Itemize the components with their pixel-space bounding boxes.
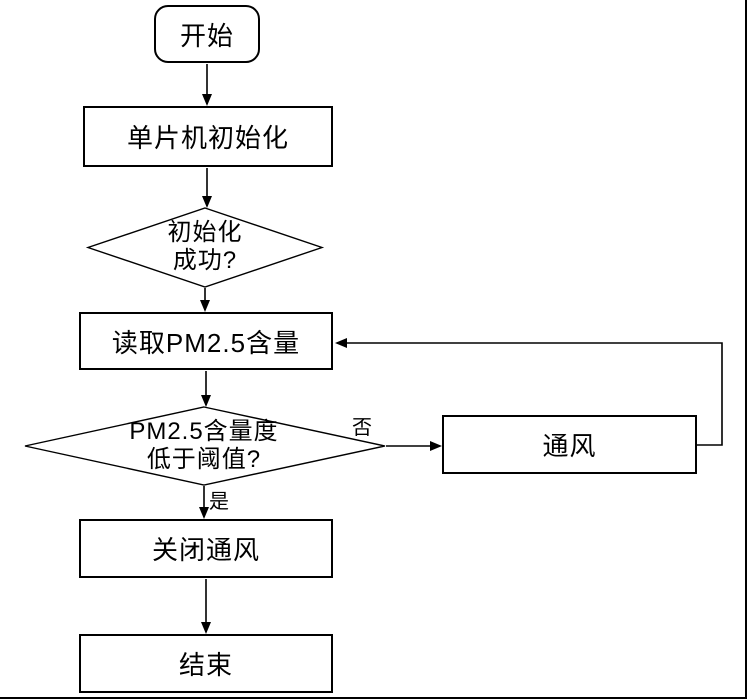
decision-threshold-line1: PM2.5含量度	[129, 418, 279, 445]
node-init-label: 单片机初始化	[126, 123, 289, 153]
decision-init-line1: 初始化	[167, 219, 243, 246]
node-end: 结束	[79, 634, 333, 693]
decision-init-shape	[85, 207, 325, 288]
edge-label-no: 否	[352, 417, 372, 439]
edge-vent-loop-to-read	[335, 338, 723, 446]
node-start-label: 开始	[179, 20, 234, 51]
node-decision-init-label: 初始化 成功?	[115, 219, 295, 275]
edge-label-yes: 是	[209, 491, 229, 513]
node-end-label: 结束	[178, 650, 233, 680]
node-decision-threshold-label: PM2.5含量度 低于阈值?	[94, 418, 314, 474]
node-close-vent-label: 关闭通风	[151, 535, 260, 565]
node-read-pm25-label: 读取PM2.5含量	[111, 327, 301, 358]
node-init: 单片机初始化	[83, 106, 333, 167]
decision-threshold-line2: 低于阈值?	[146, 446, 262, 473]
decision-threshold-shape	[24, 406, 386, 486]
node-ventilate-label: 通风	[542, 431, 597, 461]
decision-init-line2: 成功?	[172, 247, 238, 274]
node-ventilate: 通风	[442, 415, 697, 474]
node-start: 开始	[154, 5, 260, 63]
node-close-vent: 关闭通风	[79, 519, 333, 578]
node-read-pm25: 读取PM2.5含量	[79, 312, 333, 370]
